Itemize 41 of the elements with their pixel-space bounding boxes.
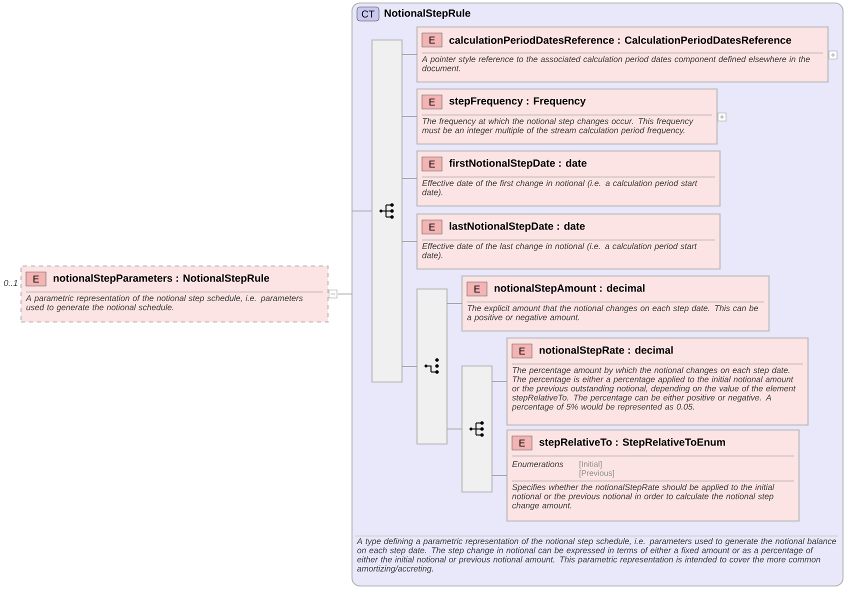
connector-line	[402, 178, 418, 179]
element-name: stepRelativeTo : StepRelativeToEnum	[539, 438, 725, 448]
enumeration-value: [Initial]	[580, 461, 602, 468]
description-text: A pointer style reference to the associated calculation period dates component defined elsewhere in the document.	[422, 56, 810, 72]
description-text: The explicit amount that the notional changes on each step date. This can be a positive or negative amount.	[467, 305, 758, 322]
description-text: Effective date of the last change in notional (i.e. a calculation period start date).	[422, 243, 697, 260]
element-badge: E	[422, 94, 442, 110]
connector-line	[402, 54, 418, 55]
element-badge: E	[512, 344, 532, 358]
type-name: NotionalStepRule	[384, 9, 470, 19]
element-name: notionalStepAmount : decimal	[494, 284, 644, 294]
type-badge: CT	[356, 6, 380, 22]
description-text: A parametric representation of the notional step schedule, i.e. parameters used to generate the notional schedule.	[26, 295, 303, 312]
element-badge: E	[26, 272, 46, 286]
element-name: notionalStepParameters : NotionalStepRule	[54, 274, 270, 284]
element-badge: E	[512, 436, 532, 450]
connector-line	[402, 116, 418, 117]
element-name: lastNotionalStepDate : date	[450, 222, 585, 232]
element-name: calculationPeriodDatesReference : CalculationPeriodDatesReference	[449, 36, 792, 44]
element-badge: E	[466, 282, 488, 296]
enumerations-label: Enumerations	[512, 461, 564, 468]
connector-line	[446, 303, 462, 304]
element-badge: E	[422, 32, 442, 48]
description-text: The frequency at which the notional step changes occur. This frequency must be an integer multiple of the stream calculation period frequency.	[422, 118, 694, 135]
element-name: firstNotionalStepDate : date	[449, 159, 587, 169]
description-text: A type defining a parametric representation of the notional step schedule, i.e. parameters used to generate the notional balance on each step date. The step change in notional can be expressed in terms of either a fixed amount or as a percentage of either the initial notional or previous notional amount. This parametric representation is intended to cover the more common amortizing/accreting.	[356, 538, 836, 574]
connector-line	[402, 366, 418, 367]
enumeration-value: [Previous]	[580, 470, 614, 478]
cardinality-label: 0..1	[4, 280, 18, 286]
element-badge: E	[422, 156, 442, 172]
connector-line	[492, 381, 508, 382]
element-name: notionalStepRate : decimal	[540, 346, 673, 356]
element-name: stepFrequency : Frequency	[449, 97, 586, 107]
connector-line	[352, 210, 372, 212]
description-text: The percentage amount by which the notional changes on each step date. The percentage is either a percentage applied to the initial notional amount or the previous outstanding notional, depending on the value of the element stepRelativeTo. The percentage can be either positive or negative. A percentage of 5% would be represented as 0.05.	[512, 367, 796, 412]
connector-line	[446, 428, 462, 430]
description-text: Specifies whether the notionalStepRate should be applied to the initial notional or the previous notional in order to calculate the notional step change amount.	[512, 484, 774, 510]
description-text: Effective date of the first change in notional (i.e. a calculation period start date).	[422, 180, 698, 197]
element-badge: E	[422, 220, 442, 234]
connector-line	[402, 241, 418, 242]
connector-line	[492, 475, 508, 476]
